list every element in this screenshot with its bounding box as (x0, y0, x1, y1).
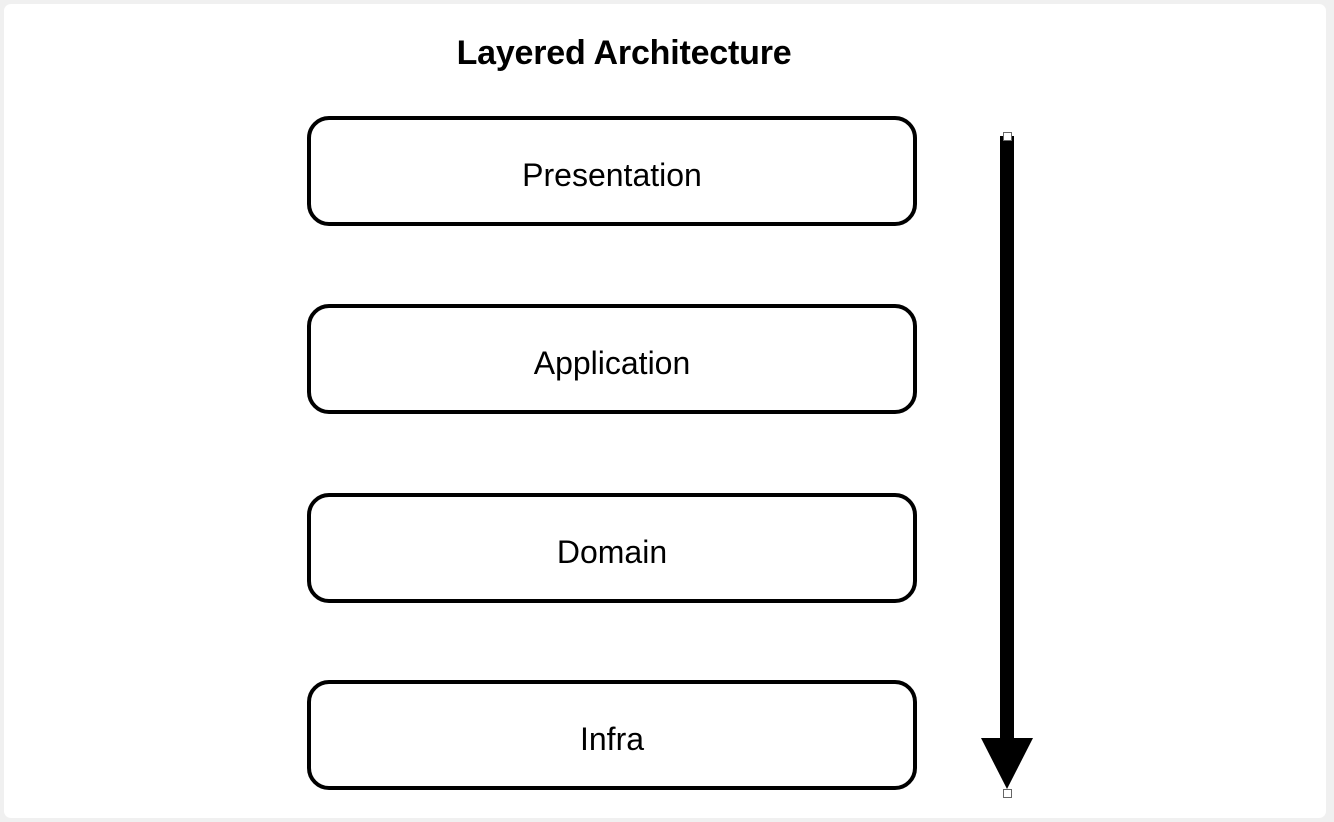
arrow-down-icon (981, 738, 1033, 789)
arrow-end-handle[interactable] (1003, 789, 1012, 798)
layer-box-application[interactable]: Application (307, 304, 917, 414)
arrow-start-handle[interactable] (1003, 132, 1012, 141)
layer-label-presentation: Presentation (522, 157, 702, 193)
layer-label-infra: Infra (579, 721, 645, 757)
layer-box-domain[interactable]: Domain (307, 493, 917, 603)
dependency-direction-arrow[interactable] (977, 130, 1037, 802)
layer-label-domain: Domain (556, 534, 668, 570)
layer-box-presentation[interactable]: Presentation (307, 116, 917, 226)
layer-label-application: Application (533, 345, 691, 381)
page-title: Layered Architecture (456, 34, 792, 72)
diagram-canvas[interactable]: Layered Architecture Presentation Applic… (4, 4, 1326, 818)
arrow-shaft (1000, 136, 1014, 738)
layer-box-infra[interactable]: Infra (307, 680, 917, 790)
